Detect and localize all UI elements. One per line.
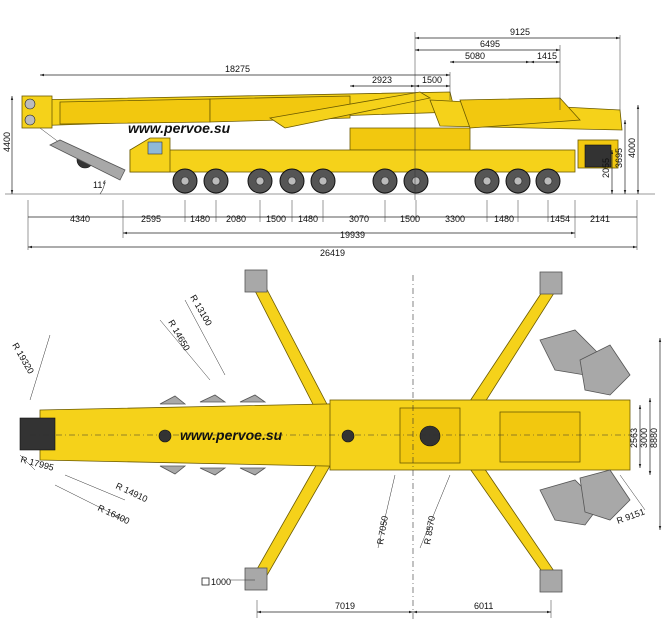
radius-14910: R 14910 xyxy=(114,481,149,504)
radius-13100: R 13100 xyxy=(188,293,214,327)
angle-label: 11° xyxy=(93,180,106,190)
dim-6495: 6495 xyxy=(480,39,500,49)
sheave-icon xyxy=(24,98,36,110)
dim-3695: 3695 xyxy=(614,148,624,168)
luffing-frame xyxy=(459,97,581,129)
turntable xyxy=(349,127,471,151)
dim-3000: 3000 xyxy=(639,428,649,448)
radius-16400: R 16400 xyxy=(96,503,131,526)
watermark-top: www.pervoe.su xyxy=(180,427,283,443)
dim-2141: 2141 xyxy=(590,214,610,224)
dim-2563: 2563 xyxy=(629,428,639,448)
outrigger-pad xyxy=(539,569,563,593)
dim-26419: 26419 xyxy=(320,248,345,258)
outrigger-pad xyxy=(539,271,563,295)
outrigger-pad xyxy=(244,269,268,293)
dim-2080: 2080 xyxy=(226,214,246,224)
dim-18275: 18275 xyxy=(225,64,250,74)
dim-2923: 2923 xyxy=(372,75,392,85)
lattice-fin xyxy=(239,394,267,403)
lattice-fin xyxy=(199,394,227,403)
outrigger-arm xyxy=(251,279,331,415)
pad-size: 1000 xyxy=(211,577,231,587)
slewing-ring-icon xyxy=(419,425,441,447)
dim-6011: 6011 xyxy=(474,601,493,611)
outrigger-arm xyxy=(251,461,331,585)
carrier-chassis xyxy=(129,149,576,173)
superlift-mast xyxy=(268,91,432,129)
radius-14650: R 14650 xyxy=(166,318,192,352)
pad-square-icon xyxy=(201,577,210,586)
lattice-fin xyxy=(199,467,227,476)
dim-2595: 2595 xyxy=(141,214,161,224)
dim-5080: 5080 xyxy=(465,51,485,61)
top-view: www.pervoe.su R 19320 R 14650 R 13100 R … xyxy=(10,269,662,620)
superstructure-top xyxy=(499,411,581,463)
wheels xyxy=(172,168,561,194)
dim-9125: 9125 xyxy=(510,27,530,37)
bottom-dimension-row: 4340 2595 1480 2080 1500 1480 3070 1500 … xyxy=(27,200,638,258)
dim-1415: 1415 xyxy=(537,51,557,61)
counterweight-slab xyxy=(579,469,631,521)
dim-8880: 8880 xyxy=(649,428,659,448)
dim-3300: 3300 xyxy=(445,214,465,224)
cab-window xyxy=(147,141,163,155)
outrigger-arm xyxy=(467,282,557,411)
dim-1500-b: 1500 xyxy=(400,214,420,224)
dim-19939: 19939 xyxy=(340,230,365,240)
outrigger-pad xyxy=(244,567,268,591)
radius-19320: R 19320 xyxy=(10,341,36,375)
dim-4000: 4000 xyxy=(627,138,637,158)
dim-7019: 7019 xyxy=(335,601,355,611)
radius-7050: R 7050 xyxy=(375,515,390,545)
lattice-fin xyxy=(159,465,187,475)
radius-8570: R 8570 xyxy=(422,515,437,545)
lattice-fin xyxy=(159,395,187,405)
lattice-fin xyxy=(239,467,267,476)
hook-rope xyxy=(49,139,126,181)
dim-1500-a: 1500 xyxy=(266,214,286,224)
dim-2055: 2055 xyxy=(601,158,611,178)
dim-4340: 4340 xyxy=(70,214,90,224)
dim-3070: 3070 xyxy=(349,214,369,224)
side-view: www.pervoe.su 9125 6495 5080 1415 18275 … xyxy=(2,27,655,258)
dim-1480-b: 1480 xyxy=(298,214,318,224)
watermark: www.pervoe.su xyxy=(128,120,231,136)
sheave-icon xyxy=(24,114,36,126)
dim-1480-c: 1480 xyxy=(494,214,514,224)
dim-4400: 4400 xyxy=(2,132,12,152)
sheave-icon xyxy=(341,429,355,443)
outrigger-arm xyxy=(467,461,557,581)
boom-head-top xyxy=(19,417,56,451)
sheave-icon xyxy=(158,429,172,443)
dim-1454: 1454 xyxy=(550,214,570,224)
counterweight-slab xyxy=(579,344,631,396)
dim-1500-top: 1500 xyxy=(422,75,442,85)
dim-1480-a: 1480 xyxy=(190,214,210,224)
